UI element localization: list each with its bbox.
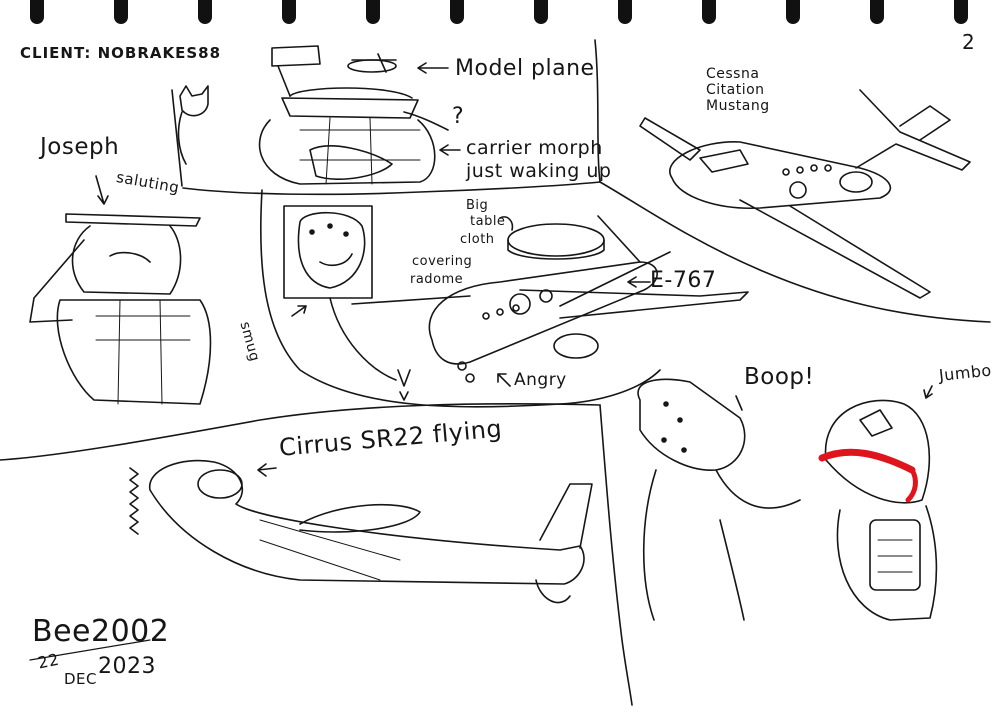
cessna-jet-drawing — [639, 89, 971, 299]
label-carrier-morph: carrier morph — [466, 137, 603, 159]
label-model-plane: Model plane — [455, 56, 595, 81]
panel-dividers — [0, 39, 991, 706]
client-name: CLIENT: NOBRAKES88 — [20, 44, 222, 62]
cirrus-sr22-drawing — [129, 459, 593, 604]
smug-leopard-portrait — [283, 205, 397, 381]
label-angry: Angry — [514, 370, 567, 390]
binding-ring — [30, 0, 44, 24]
binding-ring — [282, 0, 296, 24]
label-table: table — [470, 214, 506, 229]
binding-ring — [618, 0, 632, 24]
joseph-saluting-drawing — [29, 175, 212, 405]
label-cessna: Cessna — [706, 66, 760, 82]
label-radome: radome — [410, 272, 464, 287]
binding-ring — [702, 0, 716, 24]
signature-month: DEC — [64, 670, 98, 688]
label-question-mark: ? — [452, 104, 465, 129]
signature-underline — [29, 639, 151, 661]
label-joseph: Joseph — [40, 134, 120, 160]
label-just-waking-up: just waking up — [466, 160, 612, 182]
cat-doodle — [177, 85, 209, 165]
label-boop: Boop! — [744, 364, 815, 390]
spiral-binding — [0, 0, 1000, 30]
binding-ring — [870, 0, 884, 24]
label-cloth: cloth — [460, 232, 495, 247]
label-big: Big — [466, 198, 489, 213]
label-mustang: Mustang — [706, 98, 770, 114]
label-citation: Citation — [706, 82, 765, 98]
e767-aircraft-drawing — [351, 215, 749, 401]
binding-ring — [786, 0, 800, 24]
boop-leopard-drawing — [637, 378, 801, 621]
binding-ring — [366, 0, 380, 24]
label-e767: E-767 — [650, 268, 717, 293]
jumbo-drawing — [818, 385, 938, 621]
carrier-morph-drawing — [258, 45, 461, 185]
label-covering: covering — [412, 254, 473, 269]
binding-ring — [450, 0, 464, 24]
artist-signature: Bee2002 — [32, 614, 170, 649]
page-number: 2 — [962, 30, 976, 54]
binding-ring — [534, 0, 548, 24]
binding-ring — [198, 0, 212, 24]
signature-year: 2023 — [98, 654, 156, 679]
binding-ring — [954, 0, 968, 24]
binding-ring — [114, 0, 128, 24]
